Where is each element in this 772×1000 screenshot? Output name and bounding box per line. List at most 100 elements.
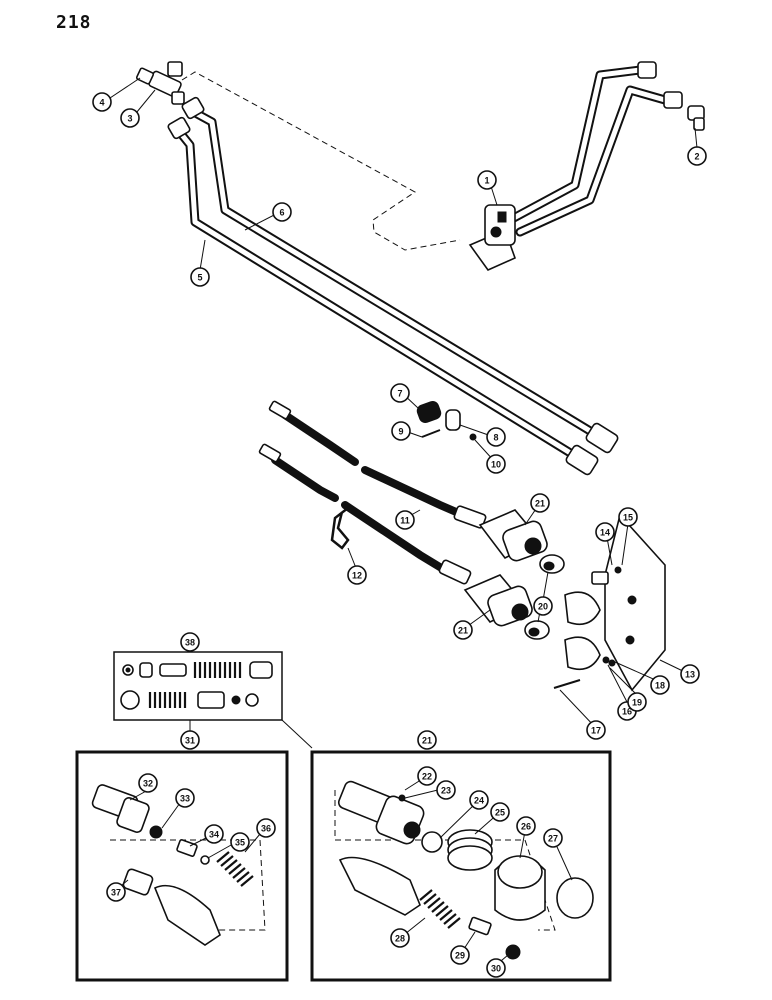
callout-label: 21 xyxy=(535,499,545,509)
callout-label: 11 xyxy=(400,516,410,526)
callout-1: 1 xyxy=(477,170,497,190)
callout-34: 34 xyxy=(204,824,224,844)
callout-14: 14 xyxy=(595,522,615,542)
callout-label: 27 xyxy=(548,834,558,844)
hose-clip xyxy=(330,507,350,550)
callout-3: 3 xyxy=(120,108,140,128)
callout-label: 10 xyxy=(491,460,501,470)
callout-label: 19 xyxy=(632,698,642,708)
callout-label: 23 xyxy=(441,786,451,796)
callout-37: 37 xyxy=(106,882,126,902)
callout-36: 36 xyxy=(256,818,276,838)
tube-nut-5-top xyxy=(167,116,191,140)
callout-label: 24 xyxy=(474,796,484,806)
elbow-fitting xyxy=(687,105,705,131)
callout-label: 18 xyxy=(655,681,665,691)
coupler-female-box xyxy=(310,750,612,982)
callout-label: 29 xyxy=(455,951,465,961)
plug-fitting xyxy=(135,67,155,85)
callout-label: 25 xyxy=(495,808,505,818)
callout-label: 30 xyxy=(491,964,501,974)
callout-2: 2 xyxy=(687,146,707,166)
callout-label: 5 xyxy=(197,273,202,283)
callout-label: 14 xyxy=(600,528,610,538)
callout-7: 7 xyxy=(390,383,410,403)
tube-nut-right-b xyxy=(663,91,683,109)
callout-label: 26 xyxy=(521,822,531,832)
callout-28: 28 xyxy=(390,928,410,948)
male-coupler-body xyxy=(91,784,150,833)
callout-label: 22 xyxy=(422,772,432,782)
callout-label: 13 xyxy=(685,670,695,680)
callout-label: 32 xyxy=(143,779,153,789)
callout-21: 21 xyxy=(530,493,550,513)
small-clamp-parts xyxy=(416,400,477,441)
callout-35: 35 xyxy=(230,832,250,852)
callout-22: 22 xyxy=(417,766,437,786)
dust-cap-lower xyxy=(524,620,550,640)
callout-label: 21 xyxy=(458,626,468,636)
tube-nut-6 xyxy=(585,422,619,454)
page-number: 218 xyxy=(56,12,92,33)
callout-11: 11 xyxy=(395,510,415,530)
tube-nut-5 xyxy=(565,444,599,476)
callout-label: 16 xyxy=(622,707,632,717)
callout-label: 38 xyxy=(185,638,195,648)
callout-label: 1 xyxy=(484,176,489,186)
callout-38: 38 xyxy=(180,632,200,652)
hose-lower xyxy=(271,456,339,502)
hose-assembly xyxy=(258,400,565,640)
callout-21: 21 xyxy=(453,620,473,640)
callout-10: 10 xyxy=(486,454,506,474)
callout-30: 30 xyxy=(486,958,506,978)
callouts: 1234567891011121314151617181920212121222… xyxy=(92,92,707,978)
callout-17: 17 xyxy=(586,720,606,740)
callout-label: 35 xyxy=(235,838,245,848)
mounting-bracket xyxy=(553,513,666,692)
callout-24: 24 xyxy=(469,790,489,810)
callout-9: 9 xyxy=(391,421,411,441)
callout-27: 27 xyxy=(543,828,563,848)
coupler-male-box xyxy=(75,750,289,982)
tube-right-a xyxy=(505,65,645,225)
callout-label: 9 xyxy=(398,427,403,437)
callout-23: 23 xyxy=(436,780,456,800)
callout-15: 15 xyxy=(618,507,638,527)
coupler-lower xyxy=(463,574,533,627)
callout-31: 31 xyxy=(180,730,200,750)
callout-32: 32 xyxy=(138,773,158,793)
tube-5 xyxy=(173,125,590,467)
callout-33: 33 xyxy=(175,788,195,808)
callout-4: 4 xyxy=(92,92,112,112)
tube-nut-right-a xyxy=(637,61,657,79)
callout-label: 8 xyxy=(493,433,498,443)
dust-cap-upper xyxy=(539,554,565,574)
callout-label: 28 xyxy=(395,934,405,944)
callout-label: 4 xyxy=(99,98,104,108)
seal-kit-box xyxy=(113,651,313,749)
tube-nut-6-top xyxy=(181,96,205,120)
callout-label: 33 xyxy=(180,794,190,804)
coupler-upper xyxy=(478,509,548,562)
hose-upper xyxy=(281,411,359,466)
callout-13: 13 xyxy=(680,664,700,684)
tube-assembly xyxy=(135,61,705,476)
callout-12: 12 xyxy=(347,565,367,585)
callout-8: 8 xyxy=(486,427,506,447)
callout-label: 15 xyxy=(623,513,633,523)
callout-label: 37 xyxy=(111,888,121,898)
callout-label: 3 xyxy=(127,114,132,124)
callout-label: 17 xyxy=(591,726,601,736)
callout-label: 20 xyxy=(538,602,548,612)
callout-label: 7 xyxy=(397,389,402,399)
callout-21: 21 xyxy=(417,730,437,750)
callout-label: 6 xyxy=(279,208,284,218)
valve-bracket xyxy=(468,204,517,271)
tee-fitting xyxy=(148,61,185,105)
callout-20: 20 xyxy=(533,596,553,616)
female-coupler-body xyxy=(337,780,425,845)
callout-29: 29 xyxy=(450,945,470,965)
callout-6: 6 xyxy=(272,202,292,222)
callout-label: 12 xyxy=(352,571,362,581)
